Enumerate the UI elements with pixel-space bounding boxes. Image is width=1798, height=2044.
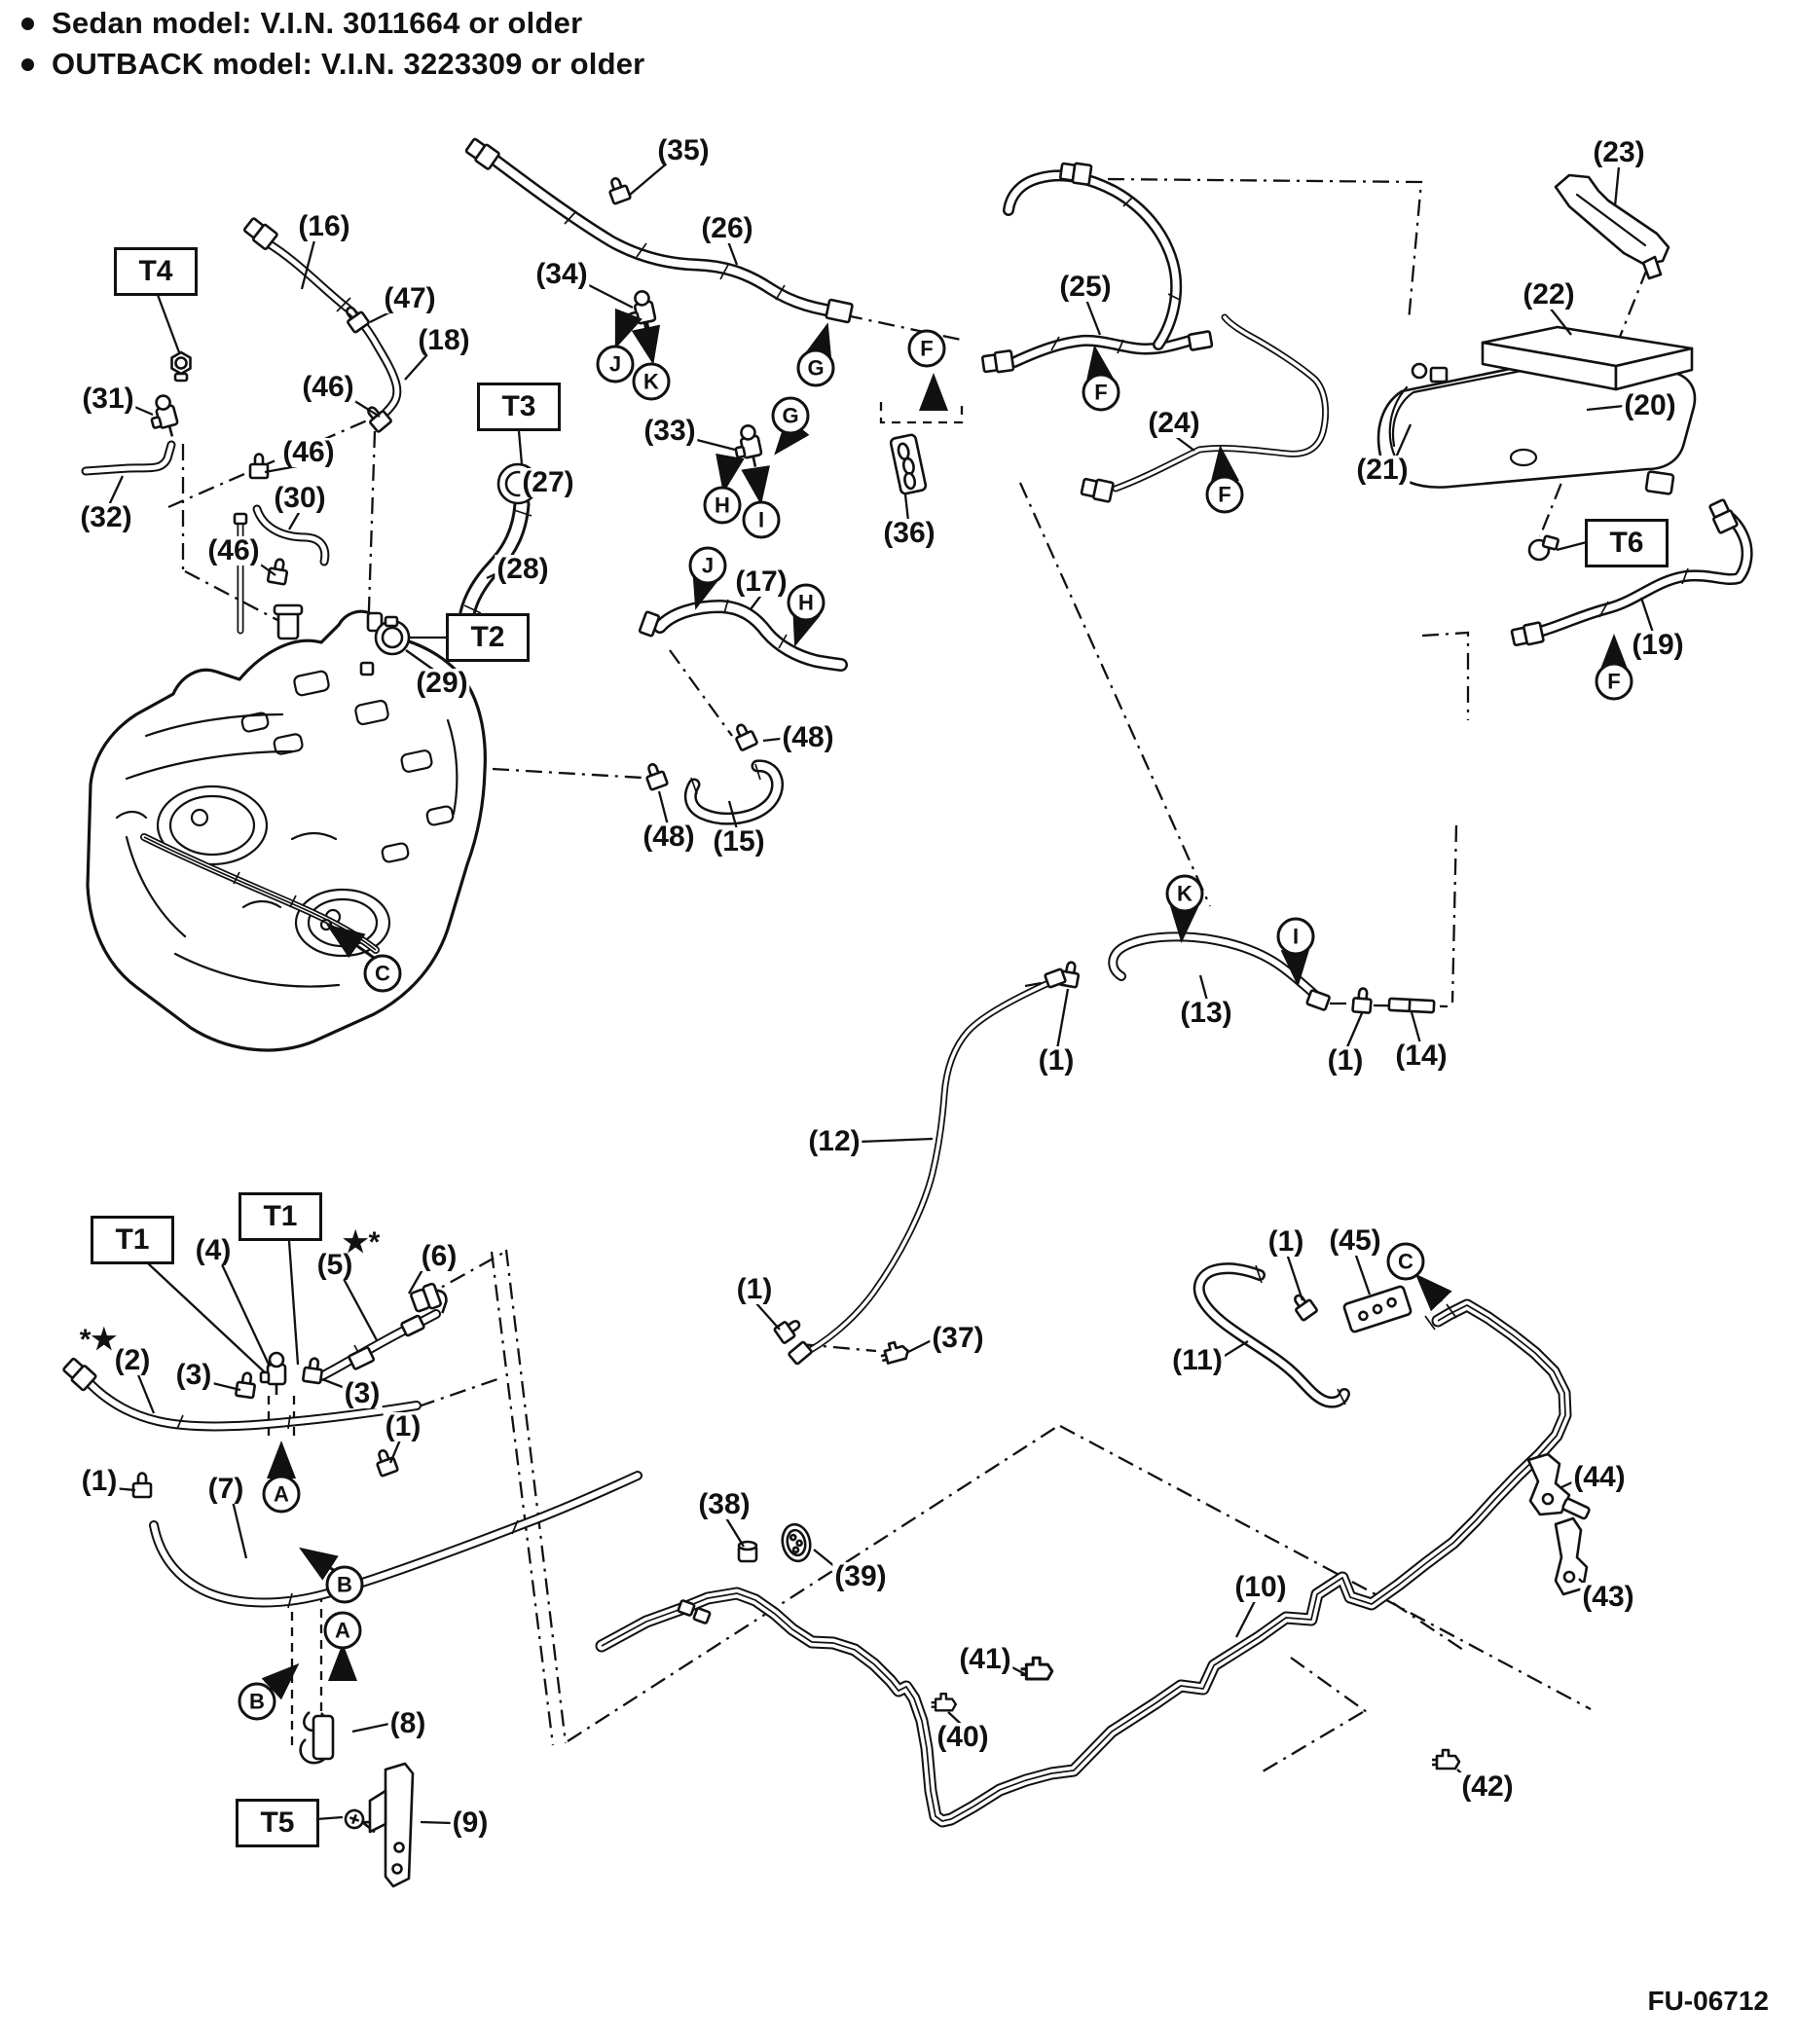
model-note-outback: OUTBACK model: V.I.N. 3223309 or older — [14, 47, 644, 82]
canister-assembly-drawing — [1376, 173, 1697, 562]
fuel-tank-drawing — [86, 603, 487, 1052]
model-note-text: OUTBACK model: V.I.N. 3223309 or older — [52, 47, 645, 81]
header-notes: Sedan model: V.I.N. 3011664 or older OUT… — [14, 6, 644, 88]
bullet-icon — [21, 57, 34, 71]
model-note-sedan: Sedan model: V.I.N. 3011664 or older — [14, 6, 644, 41]
model-note-text: Sedan model: V.I.N. 3011664 or older — [52, 6, 583, 40]
figure-number: FU-06712 — [1647, 1986, 1769, 2016]
hoses-and-pipes — [86, 154, 1747, 1821]
bullet-icon — [21, 17, 34, 30]
construction-lines — [167, 177, 1649, 1775]
